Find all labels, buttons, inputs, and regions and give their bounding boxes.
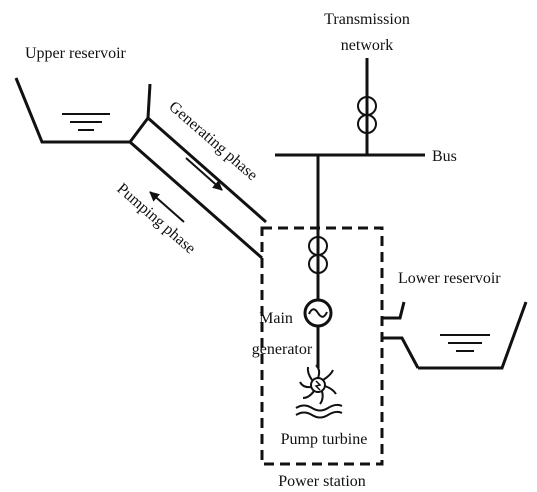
lower-reservoir-water-level-icon	[440, 334, 490, 352]
upper-reservoir-water-level-icon	[62, 113, 110, 131]
penstock	[129, 116, 267, 260]
bus-label: Bus	[432, 148, 457, 165]
pump-turbine-icon	[295, 364, 343, 419]
grid-transformer-icon	[357, 96, 377, 134]
transmission-label-line1: Transmission	[324, 11, 410, 28]
main-generator-icon	[303, 298, 333, 328]
unit-transformer-icon	[308, 236, 328, 274]
main-generator-label-line1: Main	[259, 310, 293, 327]
pumping-arrow-icon	[149, 191, 185, 223]
upper-reservoir-label: Upper reservoir	[25, 45, 127, 62]
power-station-boundary	[260, 226, 384, 466]
tailrace	[382, 301, 420, 369]
generating-phase-label: Generating phase	[165, 98, 260, 184]
lower-reservoir	[418, 301, 528, 370]
lower-reservoir-label: Lower reservoir	[398, 270, 501, 287]
transmission-label-line2: network	[341, 37, 393, 54]
power-station-label: Power station	[278, 473, 366, 490]
upper-reservoir	[14, 77, 152, 144]
main-generator-label-line2: generator	[252, 341, 313, 358]
pump-turbine-label: Pump turbine	[281, 431, 368, 448]
generating-arrow-icon	[185, 157, 223, 191]
